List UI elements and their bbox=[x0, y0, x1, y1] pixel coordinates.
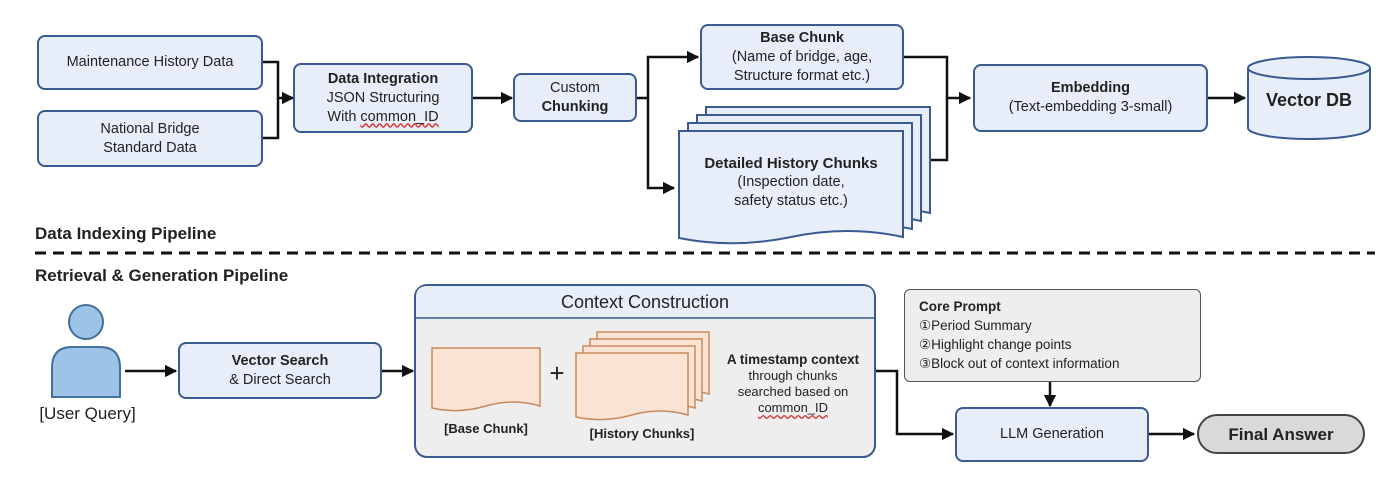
embedding-title: Embedding bbox=[1051, 80, 1130, 96]
llm-generation-label: LLM Generation bbox=[1000, 426, 1104, 442]
vector-db-cylinder bbox=[1247, 56, 1371, 140]
connector-chunking-to-base bbox=[637, 50, 700, 100]
base-chunk-box: Base Chunk (Name of bridge, age, Structu… bbox=[700, 24, 904, 90]
timestamp-common-id: common_ID bbox=[757, 400, 829, 415]
connector-base-to-embedding bbox=[904, 55, 972, 105]
history-chunks-doc-stack bbox=[575, 331, 710, 421]
base-chunk-doc bbox=[431, 347, 541, 412]
base-chunk-title: Base Chunk bbox=[760, 29, 844, 46]
history-line2: safety status etc.) bbox=[734, 193, 848, 209]
integration-line1: JSON Structuring bbox=[326, 89, 440, 106]
user-query-label: [User Query] bbox=[39, 404, 136, 423]
connector-context-to-llm bbox=[876, 369, 955, 441]
connector-history-to-embedding bbox=[930, 98, 949, 162]
data-integration-box: Data Integration JSON Structuring With c… bbox=[293, 63, 473, 133]
embedding-line1: (Text-embedding 3-small) bbox=[1008, 99, 1173, 115]
indexing-section-label: Data Indexing Pipeline bbox=[35, 224, 217, 243]
history-chunks-text: Detailed History Chunks (Inspection date… bbox=[679, 154, 903, 211]
prompt-item-2: ②Highlight change points bbox=[919, 337, 1072, 352]
history-chunks-caption: [History Chunks] bbox=[589, 426, 695, 441]
llm-generation-box: LLM Generation bbox=[955, 407, 1149, 462]
integration-line2: With common_ID bbox=[327, 108, 438, 127]
history-title: Detailed History Chunks bbox=[704, 155, 878, 172]
integration-title: Data Integration bbox=[327, 70, 439, 87]
prompt-item-1: ①Period Summary bbox=[919, 318, 1032, 333]
timestamp-line1: through chunks bbox=[748, 368, 838, 383]
user-icon bbox=[51, 304, 121, 398]
retrieval-section-label: Retrieval & Generation Pipeline bbox=[35, 266, 289, 285]
vector-search-title: Vector Search bbox=[231, 352, 329, 369]
history-line1: (Inspection date, bbox=[737, 174, 845, 190]
final-answer-label: Final Answer bbox=[1228, 424, 1334, 444]
final-answer-pill: Final Answer bbox=[1197, 414, 1365, 454]
context-header-band bbox=[416, 286, 874, 318]
maintenance-history-box: Maintenance History Data bbox=[37, 35, 263, 90]
history-chunks-stack bbox=[678, 106, 931, 245]
core-prompt-title: Core Prompt bbox=[919, 299, 1001, 314]
vector-search-box: Vector Search & Direct Search bbox=[178, 342, 382, 399]
base-chunk-line2: Structure format etc.) bbox=[733, 67, 871, 84]
connector-maintenance-to-integration bbox=[263, 60, 295, 105]
national-bridge-line2: Standard Data bbox=[103, 139, 197, 156]
vector-db-label: Vector DB bbox=[1265, 90, 1353, 110]
timestamp-context-text: A timestamp context through chunks searc… bbox=[713, 352, 873, 416]
context-title: Context Construction bbox=[560, 292, 730, 312]
chunking-line1: Custom bbox=[550, 79, 600, 96]
base-chunk-line1: (Name of bridge, age, bbox=[731, 48, 873, 65]
integration-common-id: common_ID bbox=[360, 108, 439, 125]
chunking-line2: Chunking bbox=[541, 98, 609, 115]
embedding-box: Embedding (Text-embedding 3-small) bbox=[973, 64, 1208, 132]
maintenance-history-label: Maintenance History Data bbox=[66, 54, 234, 70]
connector-bridge-to-integration bbox=[263, 98, 280, 140]
custom-chunking-box: Custom Chunking bbox=[513, 73, 637, 122]
vector-search-line2: & Direct Search bbox=[229, 371, 331, 388]
prompt-item-3: ③Block out of context information bbox=[919, 356, 1120, 371]
core-prompt-box: Core Prompt ①Period Summary ②Highlight c… bbox=[904, 289, 1201, 382]
base-chunk-caption: [Base Chunk] bbox=[444, 421, 528, 436]
plus-sign: + bbox=[549, 358, 565, 388]
national-bridge-line1: National Bridge bbox=[100, 120, 200, 137]
connector-chunking-to-history bbox=[646, 98, 676, 195]
national-bridge-box: National Bridge Standard Data bbox=[37, 110, 263, 167]
timestamp-line2: searched based on bbox=[737, 384, 849, 399]
integration-prefix: With bbox=[327, 108, 361, 125]
timestamp-title: A timestamp context bbox=[726, 352, 860, 367]
